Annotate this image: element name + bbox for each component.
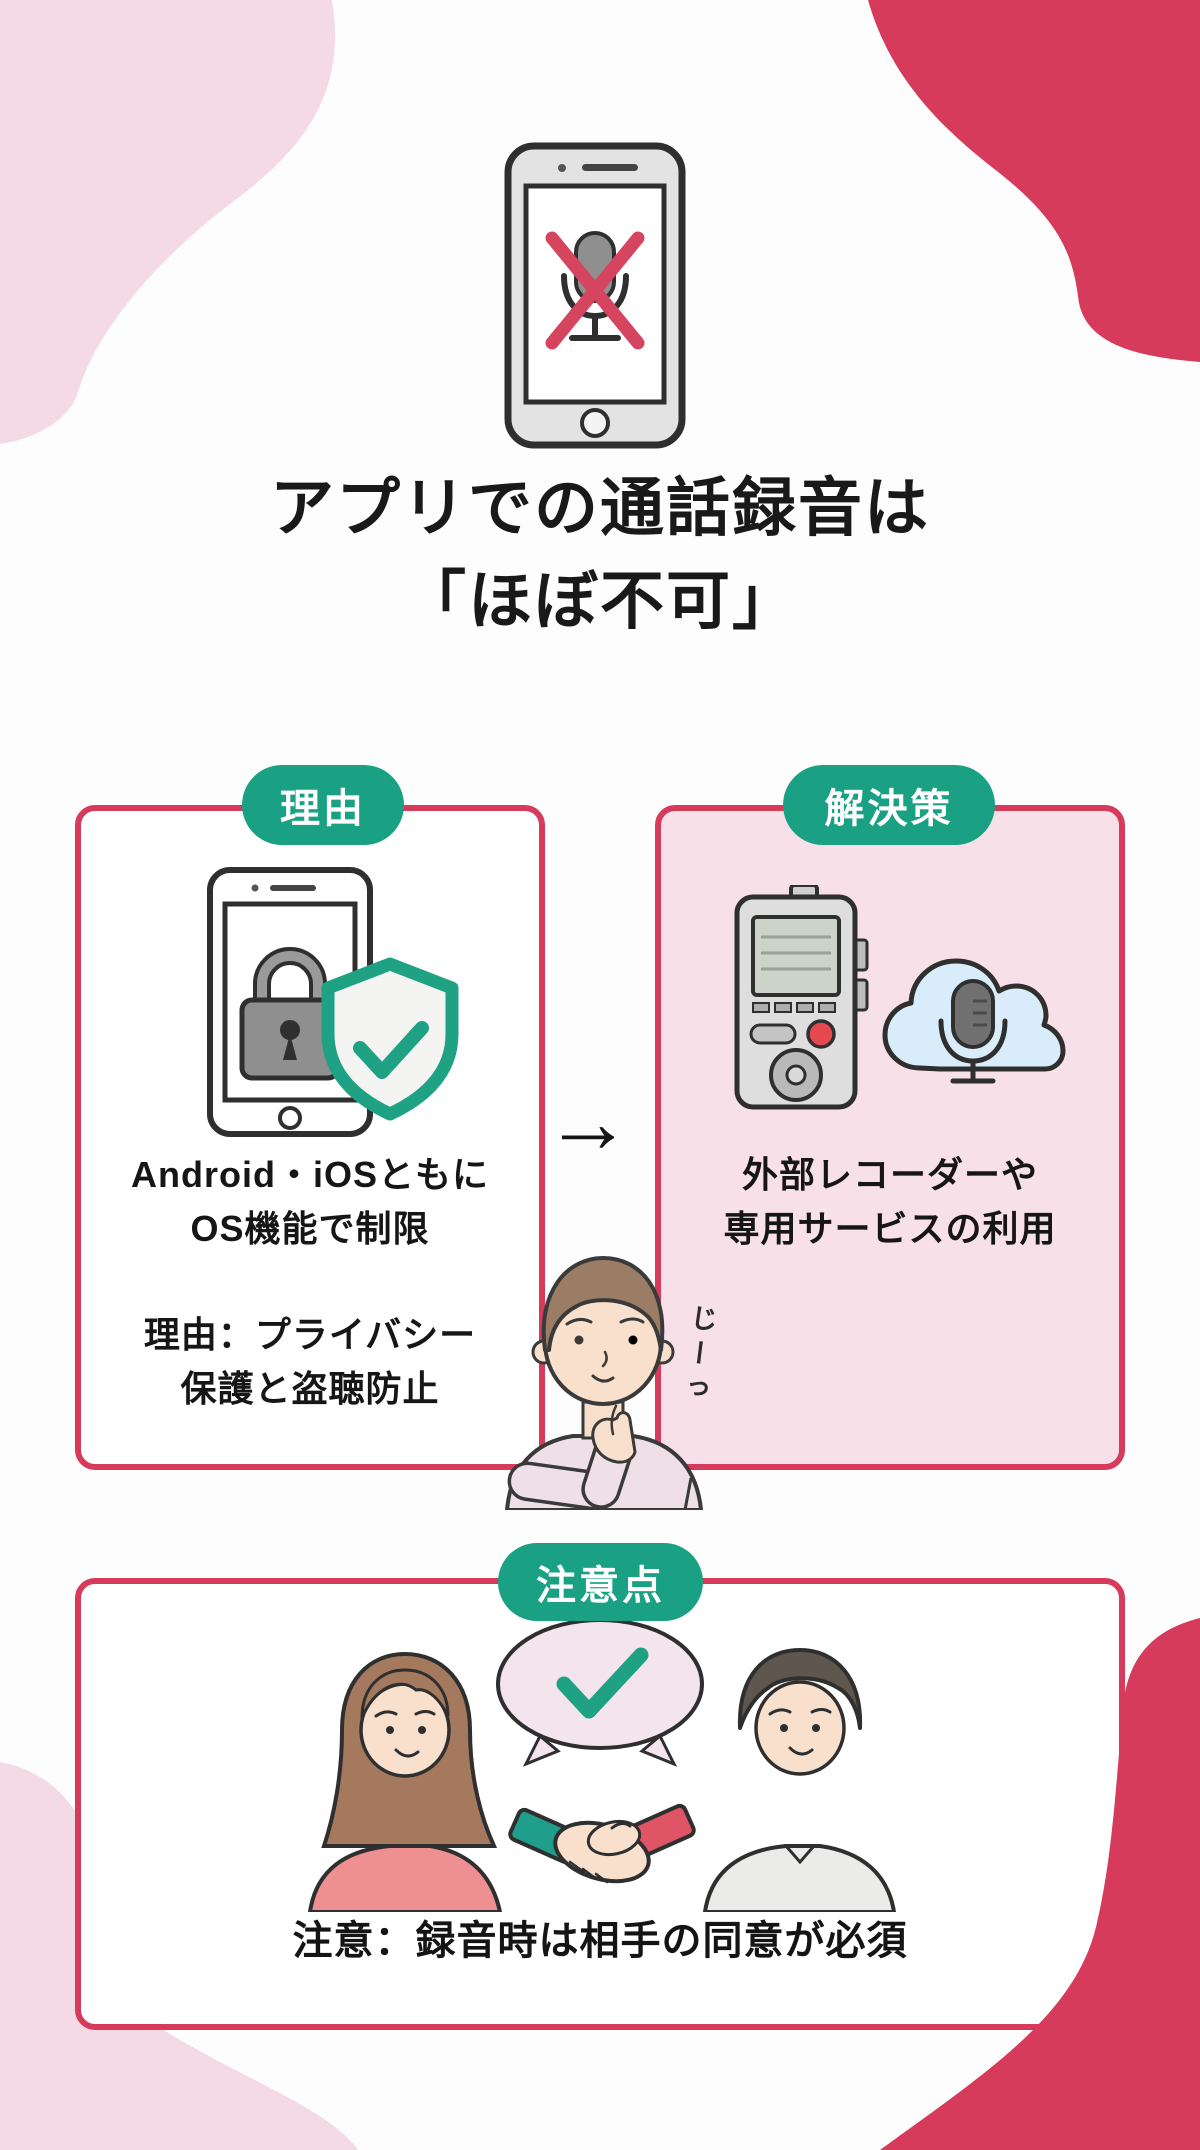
shield-check-icon [321,957,459,1121]
man-figure [702,1648,897,1912]
reason-text-2-line-2: 保護と盗聴防止 [180,1368,440,1409]
reason-badge-label: 理由 [280,787,366,831]
solution-text-line-2: 専用サービスの利用 [723,1208,1057,1249]
solution-badge-label: 解決策 [824,787,954,831]
reason-text-1-line-2: OS機能で制限 [190,1208,430,1249]
blob-top-left [0,0,336,444]
blob-top-right [868,0,1200,362]
woman-figure [307,1651,503,1912]
speech-bubble-check-icon [496,1618,704,1767]
phone-speaker [582,164,638,171]
phone-home-button [580,408,610,438]
arrow-right-connector: → [544,1072,632,1171]
reason-text-2: 理由：プライバシー 保護と盗聴防止 [75,1308,545,1416]
voice-recorder-icon [734,885,869,1110]
person-hair [541,1256,665,1352]
cloud-mic-icon [882,958,1066,1084]
title-line-2: 「ほぼ不可」 [402,564,798,637]
reason-badge: 理由 [242,765,404,845]
phone-mic-blocked-illustration [504,142,686,449]
handshake-illustration [307,1618,897,1912]
phone-camera-dot [558,164,566,172]
record-button [806,1019,836,1049]
title-line-1: アプリでの通話録音は [270,472,930,544]
caution-note: 注意：録音時は相手の同意が必須 [292,1919,908,1963]
page-title: アプリでの通話録音は 「ほぼ不可」 [0,462,1200,648]
red-cross-icon [545,231,645,350]
solution-text: 外部レコーダーや 専用サービスの利用 [655,1148,1125,1256]
solution-text-line-1: 外部レコーダーや [741,1154,1038,1195]
blob-bottom-right [880,1618,1200,2150]
phone-lock-shield-illustration [207,867,459,1137]
person-hand [591,1411,637,1464]
reason-text-1: Android・iOSともに OS機能で制限 [75,1148,545,1256]
thinking-person-illustration [504,1256,704,1510]
solution-panel [655,805,1125,1470]
handshake-icon [508,1803,696,1884]
caution-badge-label: 注意点 [536,1564,665,1608]
recorder-cloud-illustration [734,885,1066,1110]
caution-badge: 注意点 [498,1543,703,1621]
reason-text-1-line-1: Android・iOSともに [131,1154,489,1195]
solution-badge: 解決策 [783,765,995,845]
reason-text-2-line-1: 理由：プライバシー [143,1314,477,1355]
